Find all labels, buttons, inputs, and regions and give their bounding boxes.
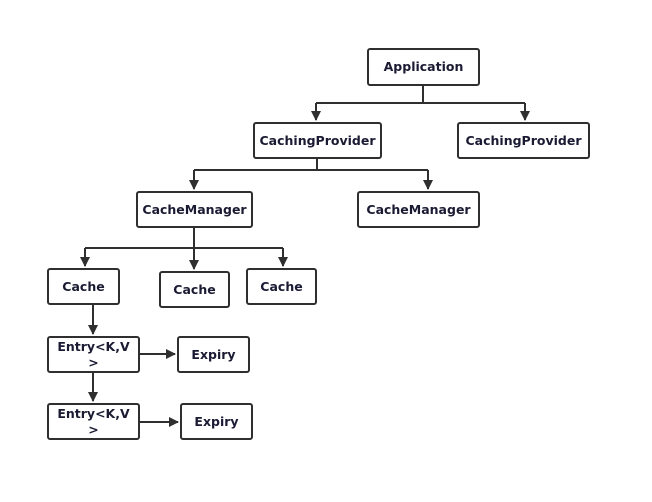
node-label: Entry<K,V> xyxy=(57,405,130,437)
node-expiry-1: Expiry xyxy=(177,336,250,373)
node-label: CachingProvider xyxy=(465,132,582,148)
node-application: Application xyxy=(367,48,480,86)
node-cache-manager-2: CacheManager xyxy=(357,191,480,228)
node-label: CachingProvider xyxy=(259,132,376,148)
node-entry-2: Entry<K,V> xyxy=(47,403,140,440)
node-label: CacheManager xyxy=(142,201,247,217)
node-label: Entry<K,V> xyxy=(57,338,130,370)
node-entry-1: Entry<K,V> xyxy=(47,336,140,373)
node-label: Cache xyxy=(62,278,105,294)
node-cache-2: Cache xyxy=(159,271,230,308)
node-label: Expiry xyxy=(194,413,239,429)
node-label: CacheManager xyxy=(366,201,471,217)
node-label: Expiry xyxy=(191,346,236,362)
node-cache-1: Cache xyxy=(47,268,120,305)
node-cache-3: Cache xyxy=(246,268,317,305)
node-cache-manager-1: CacheManager xyxy=(136,191,253,228)
node-label: Cache xyxy=(260,278,303,294)
node-caching-provider-1: CachingProvider xyxy=(253,122,382,159)
node-expiry-2: Expiry xyxy=(180,403,253,440)
node-label: Application xyxy=(383,59,464,74)
node-label: Cache xyxy=(173,281,216,297)
node-caching-provider-2: CachingProvider xyxy=(457,122,590,159)
